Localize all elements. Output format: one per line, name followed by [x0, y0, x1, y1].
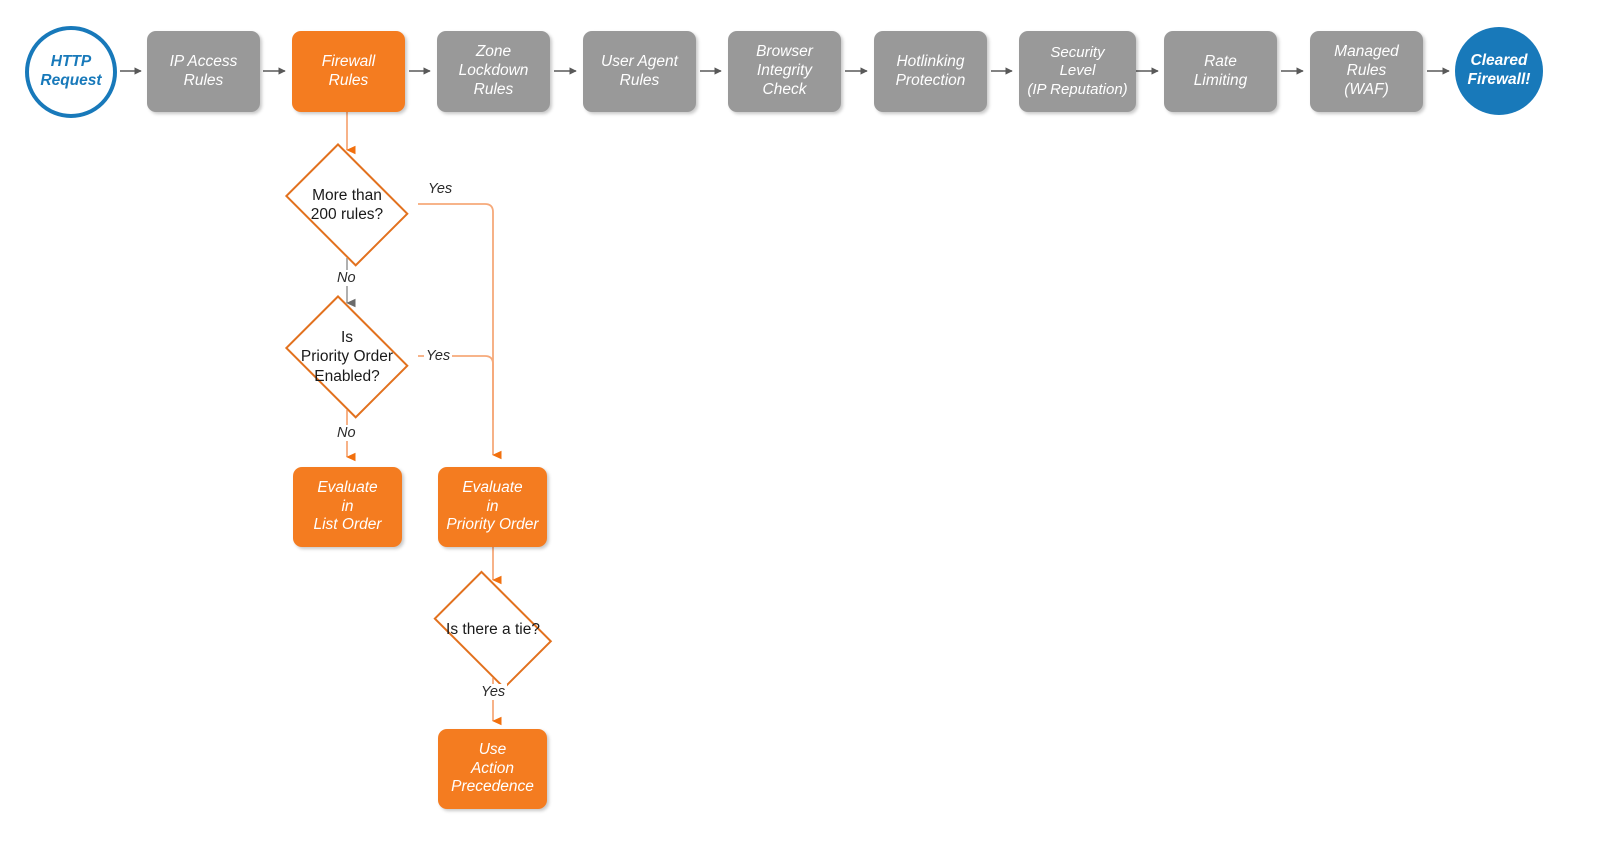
- edge-label-tie-yes: Yes: [479, 684, 508, 700]
- node-cleared-firewall[interactable]: Cleared Firewall!: [1455, 27, 1543, 115]
- node-browser-integrity-check[interactable]: Browser Integrity Check: [728, 31, 841, 112]
- node-cleared-firewall-label: Cleared Firewall!: [1467, 52, 1531, 88]
- node-evaluate-in-list-order[interactable]: Evaluate in List Order: [293, 467, 402, 547]
- node-ip-access-rules[interactable]: IP Access Rules: [147, 31, 260, 112]
- node-security-level[interactable]: Security Level (IP Reputation): [1019, 31, 1136, 112]
- wire-200rules-yes: [418, 203, 502, 460]
- node-hotlinking-protection-label: Hotlinking Protection: [895, 52, 966, 89]
- node-browser-integrity-check-label: Browser Integrity Check: [756, 43, 813, 98]
- node-evaluate-in-priority-order-label: Evaluate in Priority Order: [446, 478, 539, 534]
- node-decision-more-than-200-rules[interactable]: More than 200 rules?: [276, 143, 418, 267]
- node-decision-priority-order-enabled-label: Is Priority Order Enabled?: [300, 328, 394, 385]
- edge-label-more-than-200-no: No: [335, 270, 358, 286]
- node-firewall-rules[interactable]: Firewall Rules: [292, 31, 405, 112]
- edge-label-more-than-200-yes: Yes: [426, 181, 455, 197]
- node-use-action-precedence[interactable]: Use Action Precedence: [438, 729, 547, 809]
- node-hotlinking-protection[interactable]: Hotlinking Protection: [874, 31, 987, 112]
- edge-label-priority-order-yes: Yes: [424, 348, 453, 364]
- node-decision-is-there-a-tie[interactable]: Is there a tie?: [422, 570, 564, 690]
- edge-label-priority-order-no: No: [335, 425, 358, 441]
- wire-priority-yes: [418, 355, 494, 420]
- node-evaluate-in-list-order-label: Evaluate in List Order: [313, 478, 382, 534]
- node-use-action-precedence-label: Use Action Precedence: [451, 740, 534, 796]
- node-rate-limiting[interactable]: Rate Limiting: [1164, 31, 1277, 112]
- node-zone-lockdown-rules-label: Zone Lockdown Rules: [458, 43, 529, 98]
- node-decision-priority-order-enabled[interactable]: Is Priority Order Enabled?: [276, 295, 418, 419]
- node-decision-is-there-a-tie-label: Is there a tie?: [446, 621, 540, 639]
- node-ip-access-rules-label: IP Access Rules: [169, 52, 238, 89]
- node-evaluate-in-priority-order[interactable]: Evaluate in Priority Order: [438, 467, 547, 547]
- node-zone-lockdown-rules[interactable]: Zone Lockdown Rules: [437, 31, 550, 112]
- node-user-agent-rules-label: User Agent Rules: [601, 52, 678, 89]
- node-decision-more-than-200-rules-label: More than 200 rules?: [310, 186, 384, 223]
- node-user-agent-rules[interactable]: User Agent Rules: [583, 31, 696, 112]
- node-http-request-label: HTTP Request: [40, 53, 102, 89]
- node-security-level-label: Security Level (IP Reputation): [1027, 44, 1128, 98]
- node-http-request[interactable]: HTTP Request: [25, 26, 117, 118]
- node-managed-rules-waf[interactable]: Managed Rules (WAF): [1310, 31, 1423, 112]
- node-firewall-rules-label: Firewall Rules: [321, 52, 376, 89]
- node-rate-limiting-label: Rate Limiting: [1193, 52, 1248, 89]
- node-managed-rules-waf-label: Managed Rules (WAF): [1334, 43, 1399, 98]
